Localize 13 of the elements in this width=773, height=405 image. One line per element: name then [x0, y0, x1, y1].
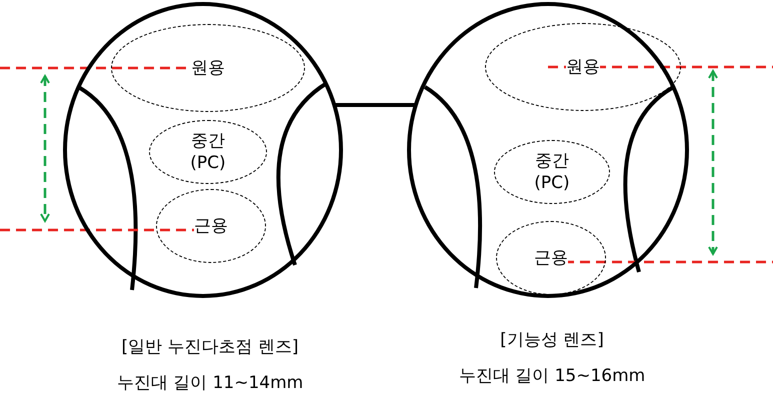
lens-title: [기능성 렌즈] — [500, 329, 604, 351]
lens-caption: 누진대 길이 11~14mm — [116, 372, 304, 394]
zone-ellipse — [494, 140, 610, 204]
lens-title: [일반 누진다초점 렌즈] — [121, 336, 299, 358]
zone-ellipse — [156, 189, 266, 263]
bridge-line — [335, 103, 415, 107]
zone-ellipse — [496, 221, 606, 295]
lens-circle — [63, 2, 343, 298]
zone-ellipse — [149, 120, 267, 184]
lens-caption: 누진대 길이 15~16mm — [458, 365, 646, 387]
zone-ellipse — [111, 24, 305, 112]
lens-circle — [407, 2, 689, 298]
zone-ellipse — [485, 23, 681, 111]
